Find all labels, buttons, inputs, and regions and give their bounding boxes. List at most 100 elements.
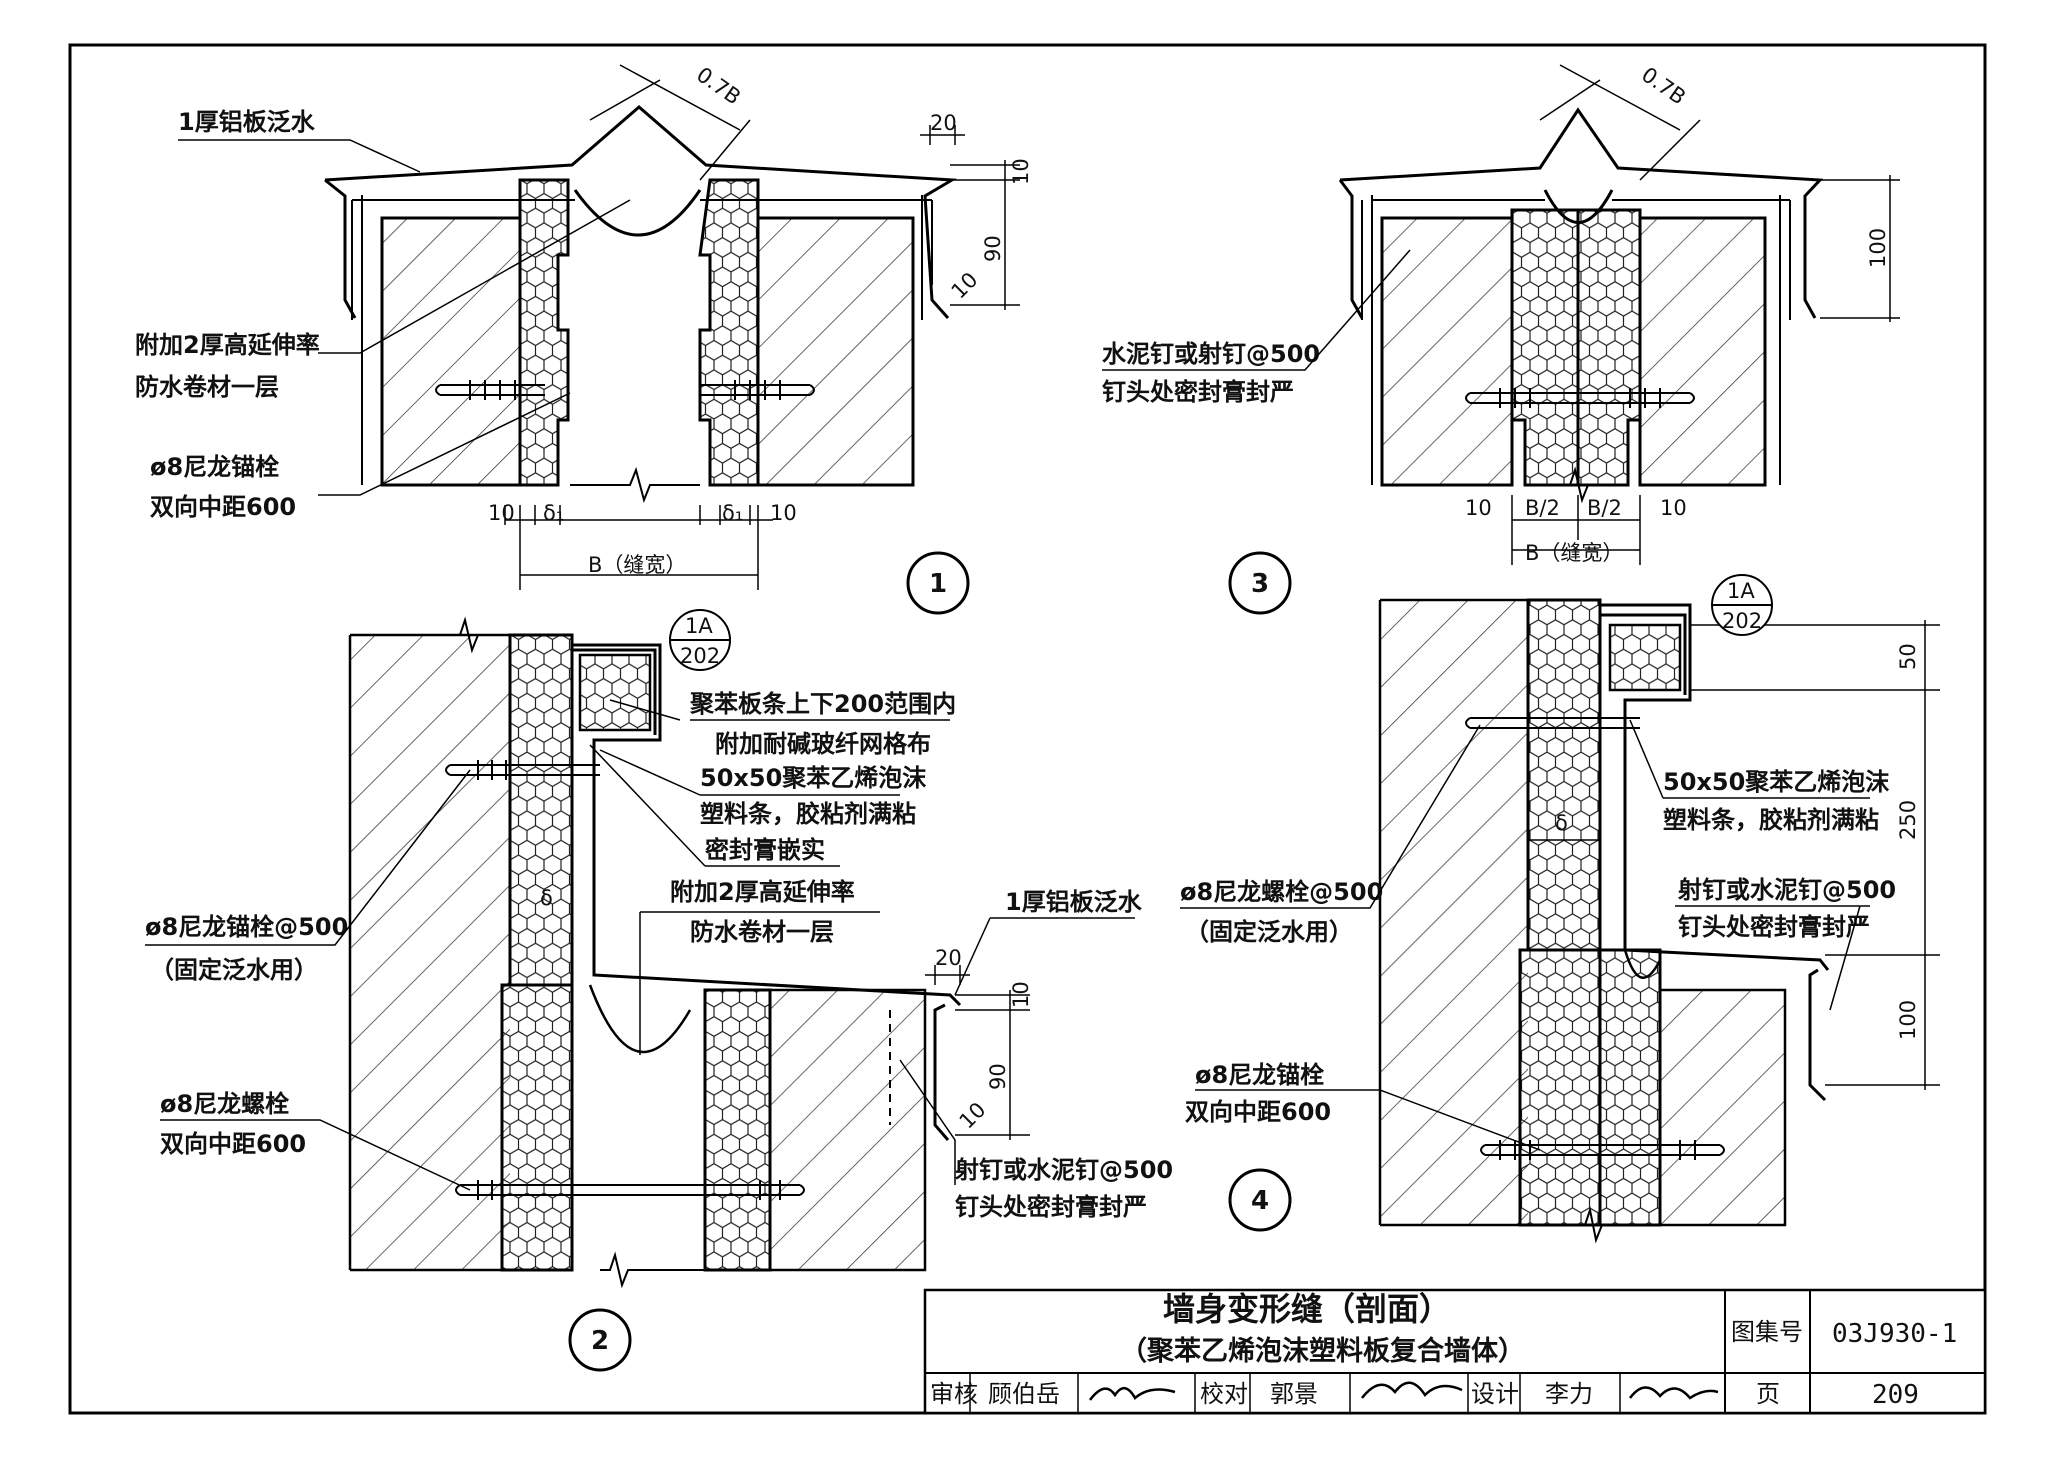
membrane-loop [1623, 949, 1662, 979]
detail-marker-2 [568, 1308, 632, 1372]
checker-signature [1361, 1381, 1463, 1399]
eps-board-right [1576, 208, 1642, 487]
dimension-lines [504, 64, 1020, 590]
detail-4: 50 250 100 δ 1A 202 50x50聚苯乙烯泡沫 塑料条，胶粘剂满… [1180, 574, 1940, 1244]
concrete-wall-left [1380, 216, 1514, 487]
detail-number-2: 2 [591, 1326, 609, 1356]
label-mesh-1: 聚苯板条上下200范围内 [689, 690, 956, 718]
label-anchor-1: ø8尼龙锚栓 [1195, 1061, 1324, 1089]
subtitle: （聚苯乙烯泡沫塑料板复合墙体） [1120, 1335, 1525, 1367]
concrete-wall-right [1638, 216, 1767, 487]
wall-edge-left [1378, 598, 1528, 1227]
dimension-lines [1511, 64, 1900, 565]
label-shot-1: 射钉或水泥钉@500 [954, 1156, 1173, 1184]
detail-number-3: 3 [1251, 569, 1269, 599]
dim-10-b: 10 [947, 268, 983, 304]
label-shot-1: 射钉或水泥钉@500 [1677, 876, 1896, 904]
atlas-number: 03J930-1 [1832, 1319, 1957, 1349]
concrete-wall-lower-right [1658, 988, 1787, 1227]
leader-lines-4 [1180, 719, 1870, 1151]
leader-lines-2 [145, 699, 1135, 1191]
label-strip-3: 密封膏嵌实 [705, 836, 825, 864]
concrete-wall-left [350, 635, 510, 1270]
label-anchor-2: 双向中距600 [1185, 1098, 1331, 1126]
label-shot-2: 钉头处密封膏封严 [1678, 913, 1870, 941]
design-label: 设计 [1471, 1380, 1519, 1408]
aluminium-flashing [324, 105, 957, 319]
label-bolt-1: ø8尼龙螺栓 [160, 1090, 289, 1118]
dim-10-right: 10 [770, 501, 797, 525]
reviewer-name: 顾伯岳 [988, 1380, 1060, 1408]
label-membrane-2: 防水卷材一层 [690, 918, 834, 946]
label-strip-2: 塑料条，胶粘剂满粘 [700, 800, 916, 828]
dim-delta: δ [540, 886, 553, 910]
mesh-wrap [1600, 603, 1830, 1102]
membrane-loop [588, 984, 692, 1054]
dim-b-width: B（缝宽） [588, 553, 686, 577]
label-bolt-2: 双向中距600 [160, 1130, 306, 1158]
dim-50: 50 [1896, 643, 1920, 670]
dim-20: 20 [930, 111, 957, 135]
eps-strip [578, 653, 652, 732]
label-membrane-2: 防水卷材一层 [135, 373, 279, 401]
ref-bottom: 202 [680, 644, 720, 668]
dim-10-left: 10 [1465, 496, 1492, 520]
page-number: 209 [1872, 1380, 1919, 1410]
label-strip-2: 塑料条，胶粘剂满粘 [1663, 806, 1879, 834]
dim-10-left: 10 [488, 501, 515, 525]
title-block: 墙身变形缝（剖面） （聚苯乙烯泡沫塑料板复合墙体） 图集号 03J930-1 审… [923, 1288, 1987, 1415]
leader-line-3 [1102, 249, 1411, 371]
concrete-wall-left [1380, 600, 1528, 1225]
aluminium-flashing [1338, 107, 1824, 319]
label-mesh-2: 附加耐碱玻纤网格布 [715, 730, 931, 758]
dim-10-b: 10 [955, 1098, 991, 1134]
eps-board-left [500, 633, 574, 1272]
break-line [570, 466, 700, 504]
nail-fixings [1465, 210, 1695, 485]
eps-board-left [518, 178, 570, 487]
label-anchor-2: 双向中距600 [150, 493, 296, 521]
detail-2: 20 10 90 10 δ 1A 202 聚苯板条上下200范围内 附加耐碱玻纤… [145, 609, 1173, 1372]
anchor-bolts [1465, 600, 1725, 1225]
designer-name: 李力 [1545, 1380, 1593, 1408]
dim-07b: 0.7B [692, 62, 745, 109]
dim-10: 10 [1009, 158, 1033, 185]
render-coat [1361, 195, 1791, 485]
membrane-loop [573, 189, 702, 237]
detail-marker-3 [1228, 551, 1292, 615]
dimension-lines [1527, 620, 1940, 1090]
page-label: 页 [1756, 1380, 1780, 1408]
leader-lines-1 [178, 139, 631, 496]
anchor-bolts [445, 760, 891, 1200]
label-shot-2: 钉头处密封膏封严 [955, 1193, 1147, 1221]
label-alum-flashing: 1厚铝板泛水 [178, 108, 316, 136]
reviewer-signature [1089, 1387, 1176, 1401]
label-nail-1: 水泥钉或射钉@500 [1102, 340, 1320, 368]
concrete-wall-right [756, 216, 915, 487]
dim-10: 10 [1009, 981, 1033, 1008]
dim-100: 100 [1896, 1000, 1920, 1040]
break-lines [350, 616, 705, 1289]
break-line [1560, 1206, 1660, 1244]
membrane-loop [1543, 189, 1614, 224]
mesh-wrap [572, 643, 962, 1141]
ref-top: 1A [685, 614, 713, 638]
checker-name: 郭景 [1270, 1380, 1318, 1408]
detail-number-1: 1 [929, 569, 947, 599]
dim-90: 90 [986, 1063, 1010, 1090]
detail-3: 0.7B 100 10 B/2 B/2 10 B（缝宽） 水泥钉或射钉@500 … [1102, 62, 1900, 615]
label-membrane-1: 附加2厚高延伸率 [670, 878, 855, 906]
atlas-label: 图集号 [1731, 1318, 1803, 1346]
dim-delta: δ [1555, 811, 1568, 835]
label-strip-1: 50x50聚苯乙烯泡沫 [1663, 768, 1890, 796]
ref-top: 1A [1727, 579, 1755, 603]
break-line [1545, 466, 1612, 504]
dim-b-width: B（缝宽） [1525, 541, 1623, 565]
anchor-bolts [435, 380, 815, 400]
dim-100: 100 [1866, 228, 1890, 268]
check-label: 校对 [1200, 1380, 1248, 1408]
detail-1: 0.7B 20 10 90 10 10 δ₁ δ₁ 10 B（缝宽） 1厚铝板泛… [135, 62, 1033, 615]
detail-marker-4 [1228, 1168, 1292, 1232]
dim-delta1-right: δ₁ [722, 501, 743, 525]
label-bolt500-2: （固定泛水用） [1185, 918, 1353, 946]
